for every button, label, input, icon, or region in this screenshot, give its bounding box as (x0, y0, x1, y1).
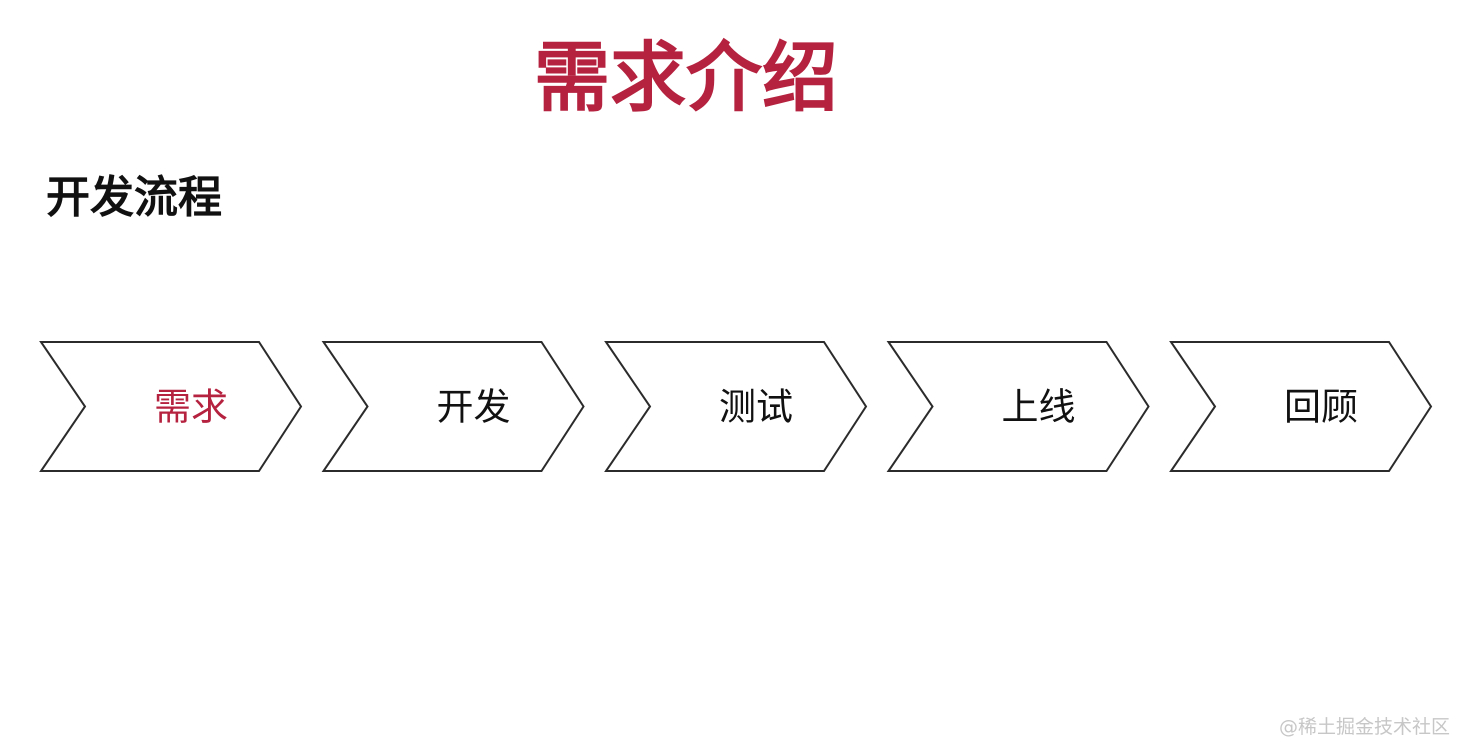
flow-step-5: 回顾 (1169, 341, 1433, 472)
page-title: 需求介绍 (534, 33, 838, 122)
flow-step-4: 上线 (886, 341, 1150, 472)
chevron-shape (39, 341, 303, 472)
watermark: @稀土掘金技术社区 (1278, 716, 1450, 738)
chevron-shape (321, 341, 585, 472)
flow-step-1: 需求 (39, 341, 303, 472)
flow-step-label: 上线 (1002, 386, 1076, 429)
flow-step-label: 需求 (154, 386, 228, 429)
chevron-shape (886, 341, 1150, 472)
chevron-shape (604, 341, 868, 472)
chevron-shape (1169, 341, 1433, 472)
section-heading: 开发流程 (46, 172, 222, 223)
flow-step-label: 开发 (437, 386, 511, 429)
flow-step-3: 测试 (604, 341, 868, 472)
flow-step-label: 测试 (719, 386, 793, 429)
flow-step-2: 开发 (321, 341, 585, 472)
flow-step-label: 回顾 (1284, 386, 1358, 429)
